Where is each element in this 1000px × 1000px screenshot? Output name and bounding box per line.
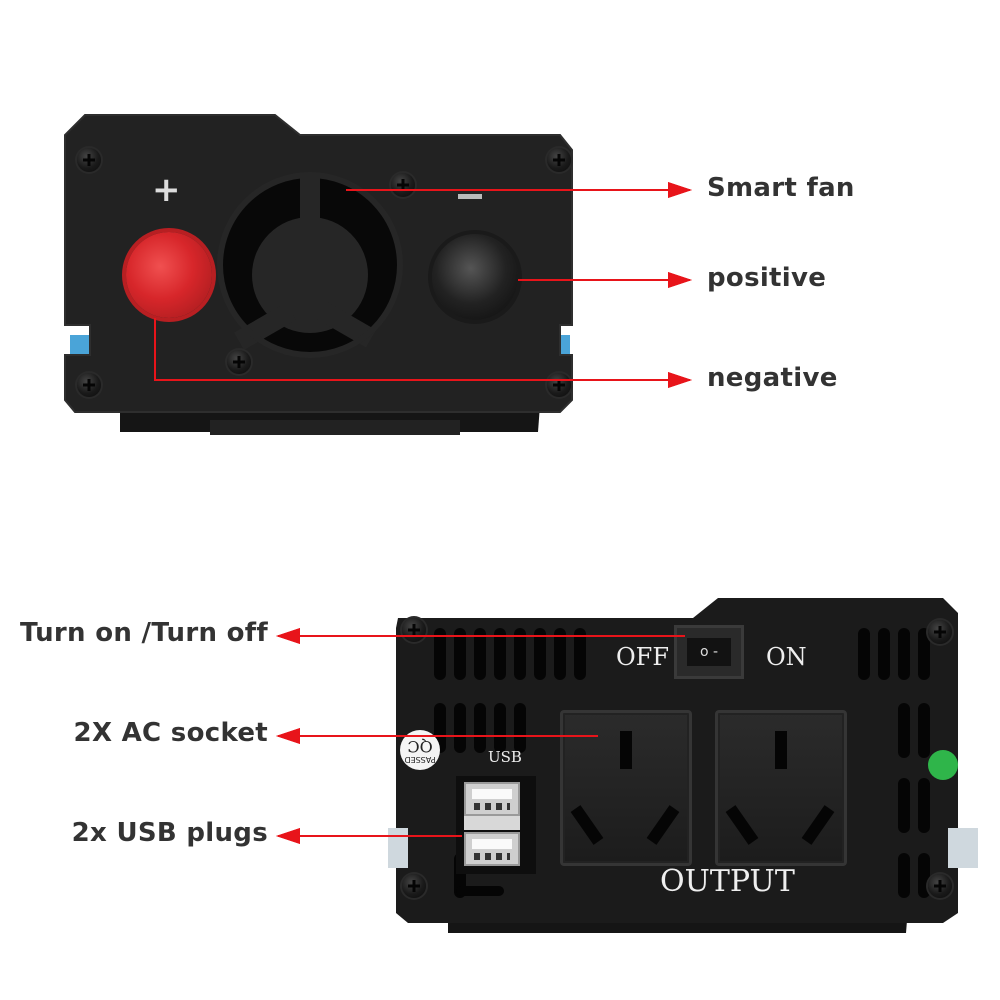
screw-icon bbox=[77, 373, 101, 397]
usb-label: USB bbox=[488, 748, 522, 766]
vent-slot bbox=[494, 703, 506, 753]
vent-slot bbox=[918, 628, 930, 680]
vent-slot bbox=[898, 853, 910, 898]
label-usb-plugs: 2x USB plugs bbox=[71, 818, 268, 848]
screw-icon bbox=[928, 874, 952, 898]
usb-ports bbox=[456, 776, 536, 874]
screw-icon bbox=[77, 148, 101, 172]
vent-slot bbox=[454, 703, 466, 753]
vent-slot bbox=[554, 628, 566, 680]
vent-slot bbox=[898, 703, 910, 758]
switch-off-label: OFF bbox=[616, 643, 669, 671]
vent-slot bbox=[858, 628, 870, 680]
screw-icon bbox=[402, 874, 426, 898]
vent-slot bbox=[514, 703, 526, 753]
usb-divider bbox=[464, 816, 520, 830]
label-positive: positive bbox=[707, 263, 827, 293]
screw-icon bbox=[391, 173, 415, 197]
screw-icon bbox=[928, 620, 952, 644]
inverter-output-panel: OFF o - ON PASSED QC USB OUTPUT bbox=[388, 588, 978, 940]
vent-slot bbox=[574, 628, 586, 680]
label-smart-fan: Smart fan bbox=[707, 173, 855, 203]
vent-slot bbox=[434, 628, 446, 680]
usb-port-2[interactable] bbox=[464, 832, 520, 866]
vent-slot bbox=[534, 628, 546, 680]
vent-slot bbox=[898, 778, 910, 833]
vent-slot bbox=[918, 778, 930, 833]
screw-icon bbox=[547, 148, 571, 172]
vent-slot bbox=[474, 703, 486, 753]
usb-port-1[interactable] bbox=[464, 782, 520, 816]
label-turn-on-off: Turn on /Turn off bbox=[19, 618, 268, 648]
screw-icon bbox=[402, 618, 426, 642]
output-label: OUTPUT bbox=[660, 864, 795, 899]
black-terminal[interactable] bbox=[432, 234, 518, 320]
vent-slot bbox=[918, 853, 930, 898]
minus-marking bbox=[458, 194, 482, 199]
vent-slot bbox=[878, 628, 890, 680]
red-terminal[interactable] bbox=[126, 232, 212, 318]
vent-slot bbox=[898, 628, 910, 680]
label-ac-socket: 2X AC socket bbox=[73, 718, 268, 748]
vent-slot bbox=[514, 628, 526, 680]
vent-slot bbox=[456, 886, 504, 896]
qc-passed-sticker: PASSED QC bbox=[400, 730, 440, 770]
plus-marking: + bbox=[152, 170, 181, 210]
power-indicator-led bbox=[928, 750, 958, 780]
vent-slot bbox=[918, 703, 930, 758]
power-switch-rocker: o - bbox=[687, 638, 731, 666]
vent-slot bbox=[474, 628, 486, 680]
switch-on-label: ON bbox=[766, 643, 807, 671]
power-switch[interactable]: o - bbox=[674, 625, 744, 679]
ac-socket-1[interactable] bbox=[560, 710, 692, 866]
label-negative: negative bbox=[707, 363, 838, 393]
vent-slot bbox=[454, 628, 466, 680]
ac-socket-2[interactable] bbox=[715, 710, 847, 866]
vent-slot bbox=[494, 628, 506, 680]
